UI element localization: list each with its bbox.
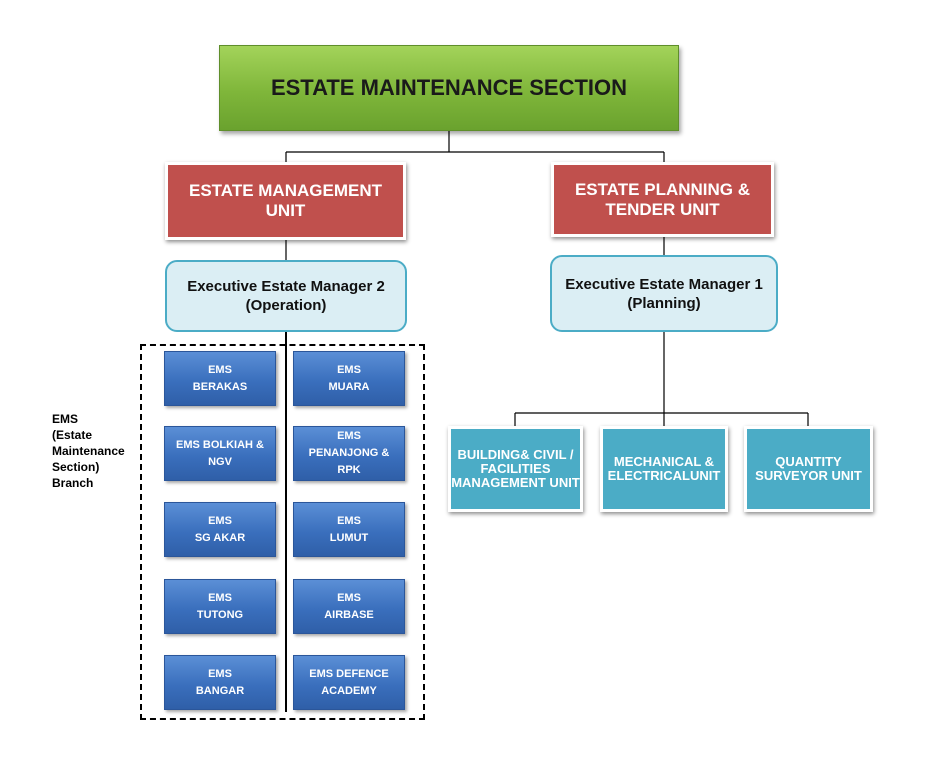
ems-defence-academy-box: EMS DEFENCE ACADEMY	[293, 655, 405, 710]
ems-berakas-box: EMS BERAKAS	[164, 351, 276, 406]
mechanical-electrical-unit-box: MECHANICAL & ELECTRICALUNIT	[600, 426, 728, 512]
estate-planning-tender-unit-box: ESTATE PLANNING & TENDER UNIT	[551, 162, 774, 237]
estate-management-unit-box: ESTATE MANAGEMENT UNIT	[165, 162, 406, 240]
ems-bangar-box: EMS BANGAR	[164, 655, 276, 710]
executive-estate-manager-1-box: Executive Estate Manager 1 (Planning)	[550, 255, 778, 332]
ems-sg-akar-box: EMS SG AKAR	[164, 502, 276, 557]
ems-muara-box: EMS MUARA	[293, 351, 405, 406]
ems-lumut-box: EMS LUMUT	[293, 502, 405, 557]
building-civil-facilities-unit-box: BUILDING& CIVIL / FACILITIES MANAGEMENT …	[448, 426, 583, 512]
ems-branch-label: EMS (Estate Maintenance Section) Branch	[52, 412, 125, 490]
executive-estate-manager-2-box: Executive Estate Manager 2 (Operation)	[165, 260, 407, 332]
estate-maintenance-section-box: ESTATE MAINTENANCE SECTION	[219, 45, 679, 131]
ems-penanjong-rpk-box: EMS PENANJONG & RPK	[293, 426, 405, 481]
ems-airbase-box: EMS AIRBASE	[293, 579, 405, 634]
ems-branch-group	[140, 344, 425, 720]
ems-tutong-box: EMS TUTONG	[164, 579, 276, 634]
ems-bolkiah-ngv-box: EMS BOLKIAH & NGV	[164, 426, 276, 481]
quantity-surveyor-unit-box: QUANTITY SURVEYOR UNIT	[744, 426, 873, 512]
